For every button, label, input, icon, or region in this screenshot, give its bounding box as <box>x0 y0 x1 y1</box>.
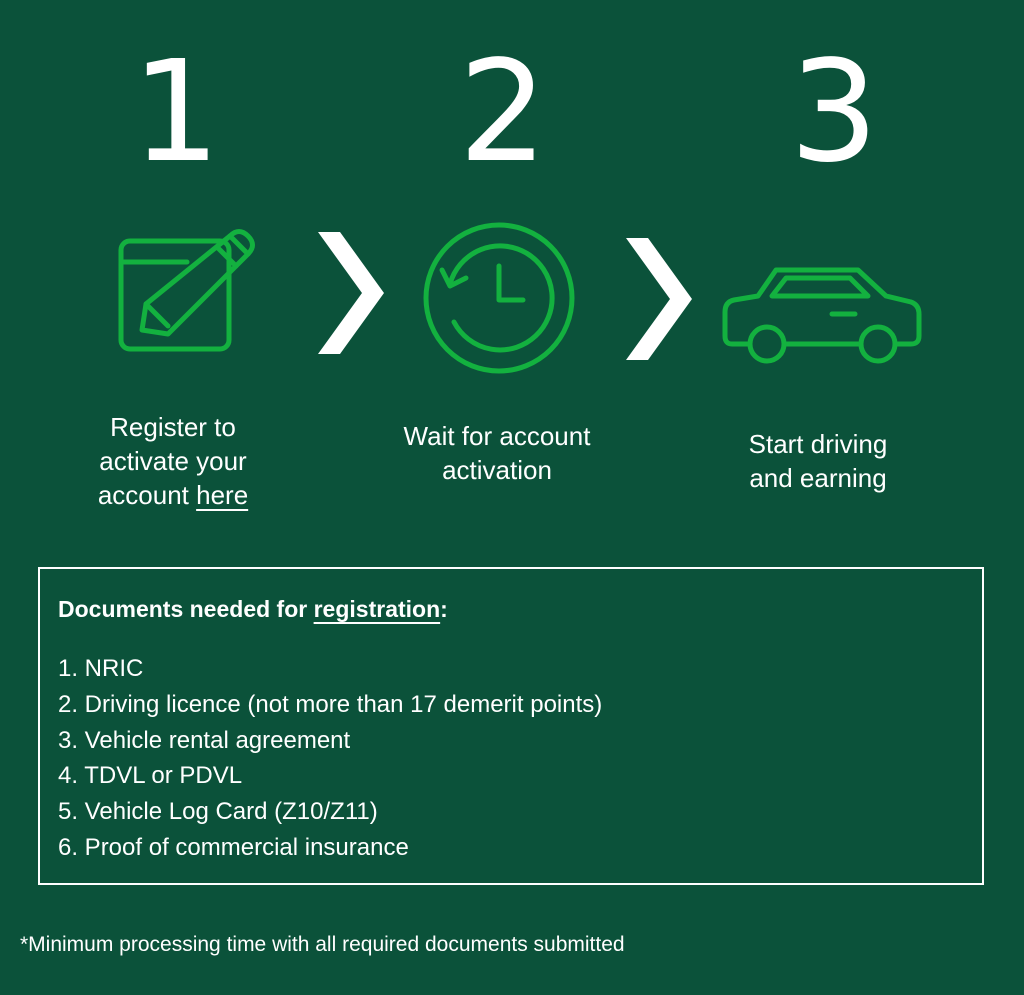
car-icon <box>722 267 922 364</box>
document-item: 6. Proof of commercial insurance <box>58 833 409 861</box>
document-item: 5. Vehicle Log Card (Z10/Z11) <box>58 798 378 826</box>
step-1-line-3-prefix: account <box>97 480 197 510</box>
chevron-right-icon <box>626 238 692 360</box>
step-3-line-1: Start driving <box>748 429 888 459</box>
documents-box: Documents needed for registration: 1. NR… <box>38 567 984 885</box>
pencil-form-icon <box>118 229 255 352</box>
step-2-line-1: Wait for account <box>403 421 591 451</box>
step-number-2: 2 <box>458 31 548 194</box>
document-item: 2. Driving licence (not more than 17 dem… <box>58 690 603 718</box>
step-3-description: Start driving and earning <box>688 427 948 495</box>
document-item: 1. NRIC <box>58 655 144 682</box>
chevron-right-icon <box>318 232 384 354</box>
registration-link[interactable]: registration <box>313 596 441 622</box>
documents-list: 1. NRIC 2. Driving licence (not more tha… <box>58 651 602 866</box>
step-1-description: Register to activate your account here <box>43 410 303 512</box>
step-number-1: 1 <box>131 31 221 194</box>
footnote: *Minimum processing time with all requir… <box>20 933 625 956</box>
step-number-3: 3 <box>789 31 879 194</box>
step-1-line-1: Register to <box>110 412 236 442</box>
document-item: 4. TDVL or PDVL <box>58 762 243 790</box>
register-here-link[interactable]: here <box>196 480 249 510</box>
clock-history-icon <box>423 222 575 374</box>
step-1-line-2: activate your <box>99 446 247 476</box>
step-3-line-2: and earning <box>749 463 887 493</box>
step-2-line-2: activation <box>442 455 552 485</box>
documents-title-prefix: Documents needed for <box>58 596 314 622</box>
documents-title: Documents needed for registration: <box>58 596 448 623</box>
documents-title-suffix: : <box>440 596 448 622</box>
document-item: 3. Vehicle rental agreement <box>58 726 351 754</box>
step-1-line-3: account here <box>43 478 303 512</box>
step-2-description: Wait for account activation <box>367 419 627 487</box>
